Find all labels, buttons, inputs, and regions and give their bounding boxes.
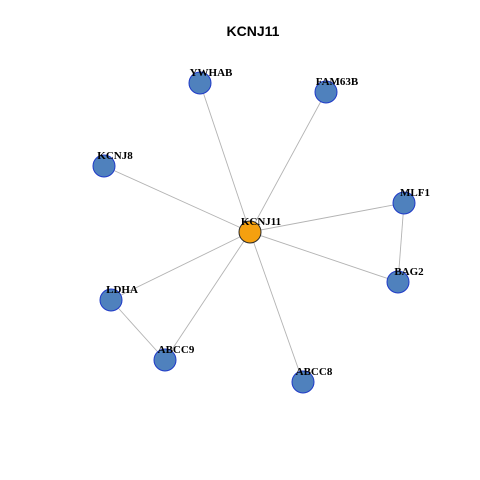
node-fam63b: FAM63B	[314, 76, 359, 104]
edge-kcnj11-mlf1	[249, 202, 405, 233]
node-label-abcc8: ABCC8	[296, 366, 333, 378]
node-label-abcc9: ABCC9	[158, 344, 195, 356]
node-circle-abcc8	[291, 370, 315, 394]
node-label-kcnj11: KCNJ11	[241, 216, 281, 228]
node-abcc9: ABCC9	[153, 344, 195, 372]
node-circle-abcc9	[153, 348, 177, 372]
node-label-bag2: BAG2	[394, 266, 424, 278]
node-mlf1: MLF1	[392, 187, 430, 215]
node-kcnj11: KCNJ11	[238, 216, 281, 244]
graph-title: KCNJ11	[227, 23, 280, 39]
edge-kcnj11-abcc8	[249, 231, 304, 383]
edges-layer	[103, 82, 405, 383]
node-label-ldha: LDHA	[106, 284, 138, 296]
node-circle-fam63b	[314, 80, 338, 104]
node-label-kcnj8: KCNJ8	[97, 150, 133, 162]
node-circle-bag2	[386, 270, 410, 294]
node-kcnj8: KCNJ8	[92, 150, 133, 178]
node-circle-kcnj11	[238, 220, 262, 244]
edge-kcnj11-bag2	[249, 231, 399, 283]
edge-kcnj11-ldha	[110, 231, 251, 301]
edge-kcnj11-ywhab	[199, 82, 251, 233]
node-abcc8: ABCC8	[291, 366, 333, 394]
node-ywhab: YWHAB	[188, 67, 233, 95]
node-bag2: BAG2	[386, 266, 424, 294]
node-label-fam63b: FAM63B	[316, 76, 359, 88]
node-label-mlf1: MLF1	[400, 187, 430, 199]
edge-mlf1-bag2	[397, 202, 405, 283]
node-circle-mlf1	[392, 191, 416, 215]
edge-kcnj11-fam63b	[249, 91, 327, 233]
edge-ldha-abcc9	[110, 299, 166, 361]
node-circle-kcnj8	[92, 154, 116, 178]
node-label-ywhab: YWHAB	[190, 67, 233, 79]
edge-kcnj11-kcnj8	[103, 165, 251, 233]
edge-kcnj11-abcc9	[164, 231, 251, 361]
node-ldha: LDHA	[99, 284, 138, 312]
node-circle-ywhab	[188, 71, 212, 95]
node-circle-ldha	[99, 288, 123, 312]
